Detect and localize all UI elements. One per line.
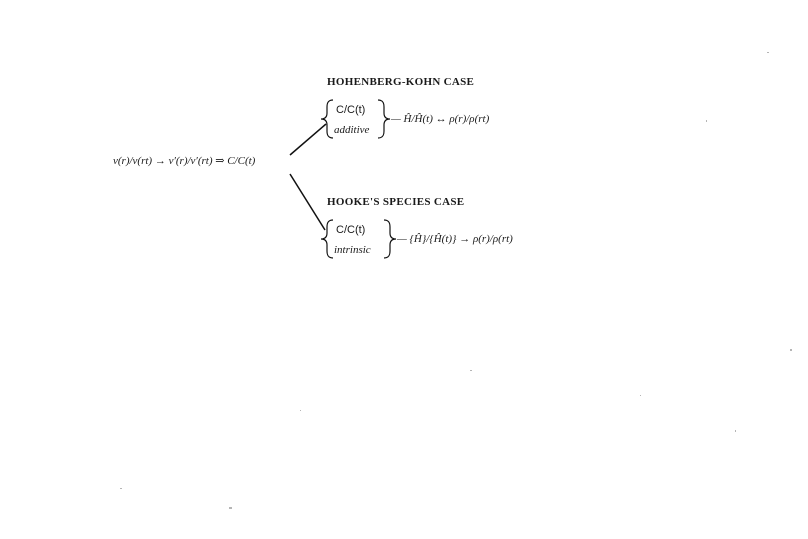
scan-speck <box>470 370 472 371</box>
scan-speck <box>300 410 301 411</box>
scan-speck <box>767 52 769 53</box>
scan-speck <box>790 349 792 351</box>
branch-line-lower <box>289 173 326 231</box>
scan-speck <box>706 120 707 122</box>
case-result: — Ĥ/Ĥ(t) ↔ ρ(r)/ρ(rt) <box>391 113 490 125</box>
scan-speck <box>640 395 641 396</box>
case-heading-hookes-species: HOOKE'S SPECIES CASE <box>327 196 465 208</box>
case-result: — {Ĥ}/{Ĥ(t)} → ρ(r)/ρ(rt) <box>397 233 513 245</box>
scan-speck <box>229 507 232 509</box>
left-expression: v(r)/v(rt) → v′(r)/v′(rt) ⇒ C/C(t) <box>113 155 256 167</box>
scan-speck <box>735 430 736 432</box>
lower-left-brace <box>320 219 334 259</box>
upper-right-brace <box>377 99 391 139</box>
lower-right-brace <box>383 219 397 259</box>
case-condition-bottom: intrinsic <box>334 244 371 256</box>
case-condition-bottom: additive <box>334 124 370 136</box>
case-condition-top: C/C(t) <box>336 224 366 236</box>
branch-line-upper <box>289 123 327 156</box>
upper-left-brace <box>320 99 334 139</box>
scan-speck <box>120 488 122 489</box>
case-condition-top: C/C(t) <box>336 104 366 116</box>
case-heading-hohenberg-kohn: HOHENBERG-KOHN CASE <box>327 76 475 88</box>
